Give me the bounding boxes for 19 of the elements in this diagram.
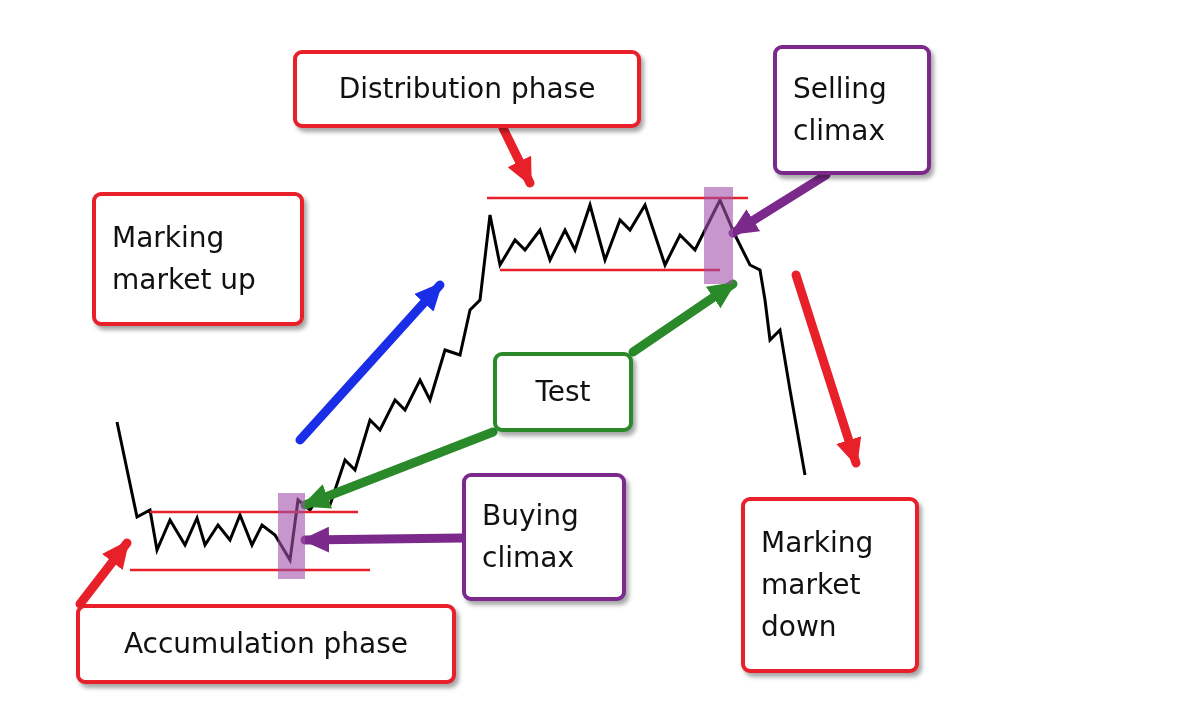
label-box bbox=[773, 45, 931, 175]
box-label: Accumulation phase bbox=[122, 626, 410, 662]
label-box bbox=[76, 604, 456, 684]
highlight-bar bbox=[278, 493, 305, 579]
label-box bbox=[92, 192, 304, 326]
highlight-bar bbox=[704, 187, 733, 284]
label-box bbox=[462, 473, 626, 601]
box-label: Selling climax bbox=[793, 71, 888, 149]
box-label: Marking market up bbox=[112, 220, 257, 298]
arrow bbox=[628, 279, 738, 357]
box-label: Marking market down bbox=[761, 525, 875, 645]
box-label: Test bbox=[534, 374, 592, 410]
box-label: Distribution phase bbox=[337, 71, 597, 107]
label-box bbox=[493, 352, 633, 432]
arrow bbox=[75, 538, 132, 609]
arrow bbox=[300, 427, 498, 510]
label-box bbox=[741, 497, 919, 673]
box-label: Buying climax bbox=[482, 498, 580, 576]
label-box bbox=[293, 50, 641, 128]
